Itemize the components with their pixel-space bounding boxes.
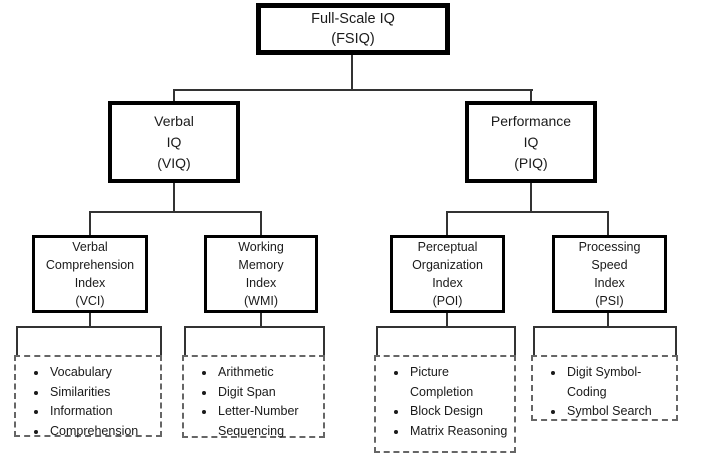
node-line: Verbal [72, 240, 108, 254]
node-line: Index [432, 276, 463, 290]
connector-piq-stem [530, 183, 532, 212]
connector-viq-drop [173, 89, 175, 102]
subtest-item: Block Design [408, 402, 508, 422]
connector-piq-drop [530, 89, 532, 102]
node-line: (FSIQ) [331, 31, 375, 47]
node-working-memory-index: Working Memory Index (WMI) [204, 235, 318, 313]
node-full-scale-iq: Full-Scale IQ (FSIQ) [256, 3, 450, 55]
connector-poi-stem [446, 313, 448, 327]
subtest-list-poi: Picture CompletionBlock DesignMatrix Rea… [376, 357, 514, 441]
node-verbal-iq: Verbal IQ (VIQ) [108, 101, 240, 183]
connector-viq-children-horizontal [89, 211, 262, 213]
node-line: Index [245, 276, 277, 290]
node-line: (PIQ) [514, 154, 548, 171]
connector-piq-children-horizontal [446, 211, 609, 213]
connector-vci-stem [89, 313, 91, 327]
subtest-item: Symbol Search [565, 402, 670, 422]
node-line: Perceptual [417, 240, 478, 254]
bracket-psi-subtests [533, 326, 677, 357]
subtest-item: Picture Completion [408, 363, 508, 402]
node-line: Verbal [154, 112, 194, 129]
node-line: Full-Scale IQ [311, 11, 395, 27]
connector-level2-horizontal [173, 89, 533, 91]
subtest-item: Information [48, 402, 154, 422]
subtest-list-vci: VocabularySimilaritiesInformationCompreh… [16, 357, 160, 441]
connector-vci-drop [89, 211, 91, 235]
connector-psi-stem [607, 313, 609, 327]
subtest-item: Digit Span [216, 383, 317, 403]
node-line: Index [594, 276, 625, 290]
subtest-item: Similarities [48, 383, 154, 403]
node-line: IQ [523, 133, 539, 150]
subtest-list-wmi: ArithmeticDigit SpanLetter-Number Sequen… [184, 357, 323, 441]
subtest-item: Matrix Reasoning [408, 422, 508, 442]
connector-fsiq-stem [351, 55, 353, 90]
node-perceptual-organization-index: Perceptual Organization Index (POI) [390, 235, 505, 313]
node-line: Working [238, 240, 284, 254]
node-line: (POI) [432, 294, 463, 308]
node-line: Speed [591, 258, 628, 272]
subtest-item: Digit Symbol-Coding [565, 363, 670, 402]
node-line: (VIQ) [157, 154, 191, 171]
node-line: IQ [166, 133, 182, 150]
node-line: Memory [238, 258, 284, 272]
bracket-wmi-subtests [184, 326, 325, 357]
subtest-item: Vocabulary [48, 363, 154, 383]
subtest-item: Arithmetic [216, 363, 317, 383]
subtest-box-psi: Digit Symbol-CodingSymbol Search [531, 355, 678, 421]
node-line: Comprehension [45, 258, 135, 272]
node-line: (PSI) [595, 294, 624, 308]
node-line: Processing [578, 240, 641, 254]
node-line: Organization [412, 258, 483, 272]
bracket-poi-subtests [376, 326, 516, 357]
node-line: (VCI) [75, 294, 105, 308]
connector-wmi-drop [260, 211, 262, 235]
subtest-box-wmi: ArithmeticDigit SpanLetter-Number Sequen… [182, 355, 325, 438]
node-verbal-comprehension-index: Verbal Comprehension Index (VCI) [32, 235, 148, 313]
connector-psi-drop [607, 211, 609, 235]
bracket-vci-subtests [16, 326, 162, 357]
node-line: Index [74, 276, 106, 290]
node-line: Performance [490, 112, 572, 129]
subtest-item: Comprehension [48, 422, 154, 442]
node-performance-iq: Performance IQ (PIQ) [465, 101, 597, 183]
node-processing-speed-index: Processing Speed Index (PSI) [552, 235, 667, 313]
connector-poi-drop [446, 211, 448, 235]
subtest-list-psi: Digit Symbol-CodingSymbol Search [533, 357, 676, 422]
connector-viq-stem [173, 183, 175, 212]
subtest-box-vci: VocabularySimilaritiesInformationCompreh… [14, 355, 162, 438]
subtest-box-poi: Picture CompletionBlock DesignMatrix Rea… [374, 355, 516, 453]
subtest-item: Letter-Number Sequencing [216, 402, 317, 441]
node-line: (WMI) [243, 294, 278, 308]
connector-wmi-stem [260, 313, 262, 327]
